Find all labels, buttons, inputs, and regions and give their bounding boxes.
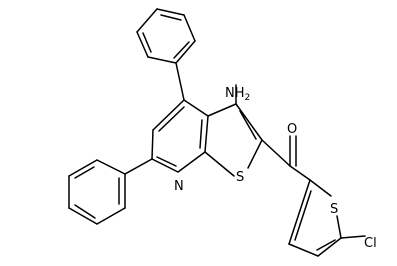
fused-thiophene-sulfur-label: S	[236, 170, 244, 185]
c6-to-phenyl-bond	[124, 158, 153, 175]
ring-nitrogen-label: N	[174, 179, 184, 194]
amino-label: NH2	[225, 86, 250, 103]
phenyl-to-c4-bond	[175, 62, 185, 101]
chlorine-label: Cl	[364, 236, 377, 251]
oxygen-label: O	[287, 122, 297, 137]
chlorothiophene-sulfur-label: S	[330, 202, 338, 217]
lower-phenyl-ring	[68, 159, 126, 225]
pyridine-ring	[151, 99, 209, 173]
carbonyl-group	[261, 135, 311, 181]
chlorothiophene-ring	[288, 179, 342, 257]
top-phenyl-ring	[136, 8, 196, 64]
fused-thiophene-ring	[204, 103, 263, 177]
chlorine-bond	[340, 235, 366, 239]
